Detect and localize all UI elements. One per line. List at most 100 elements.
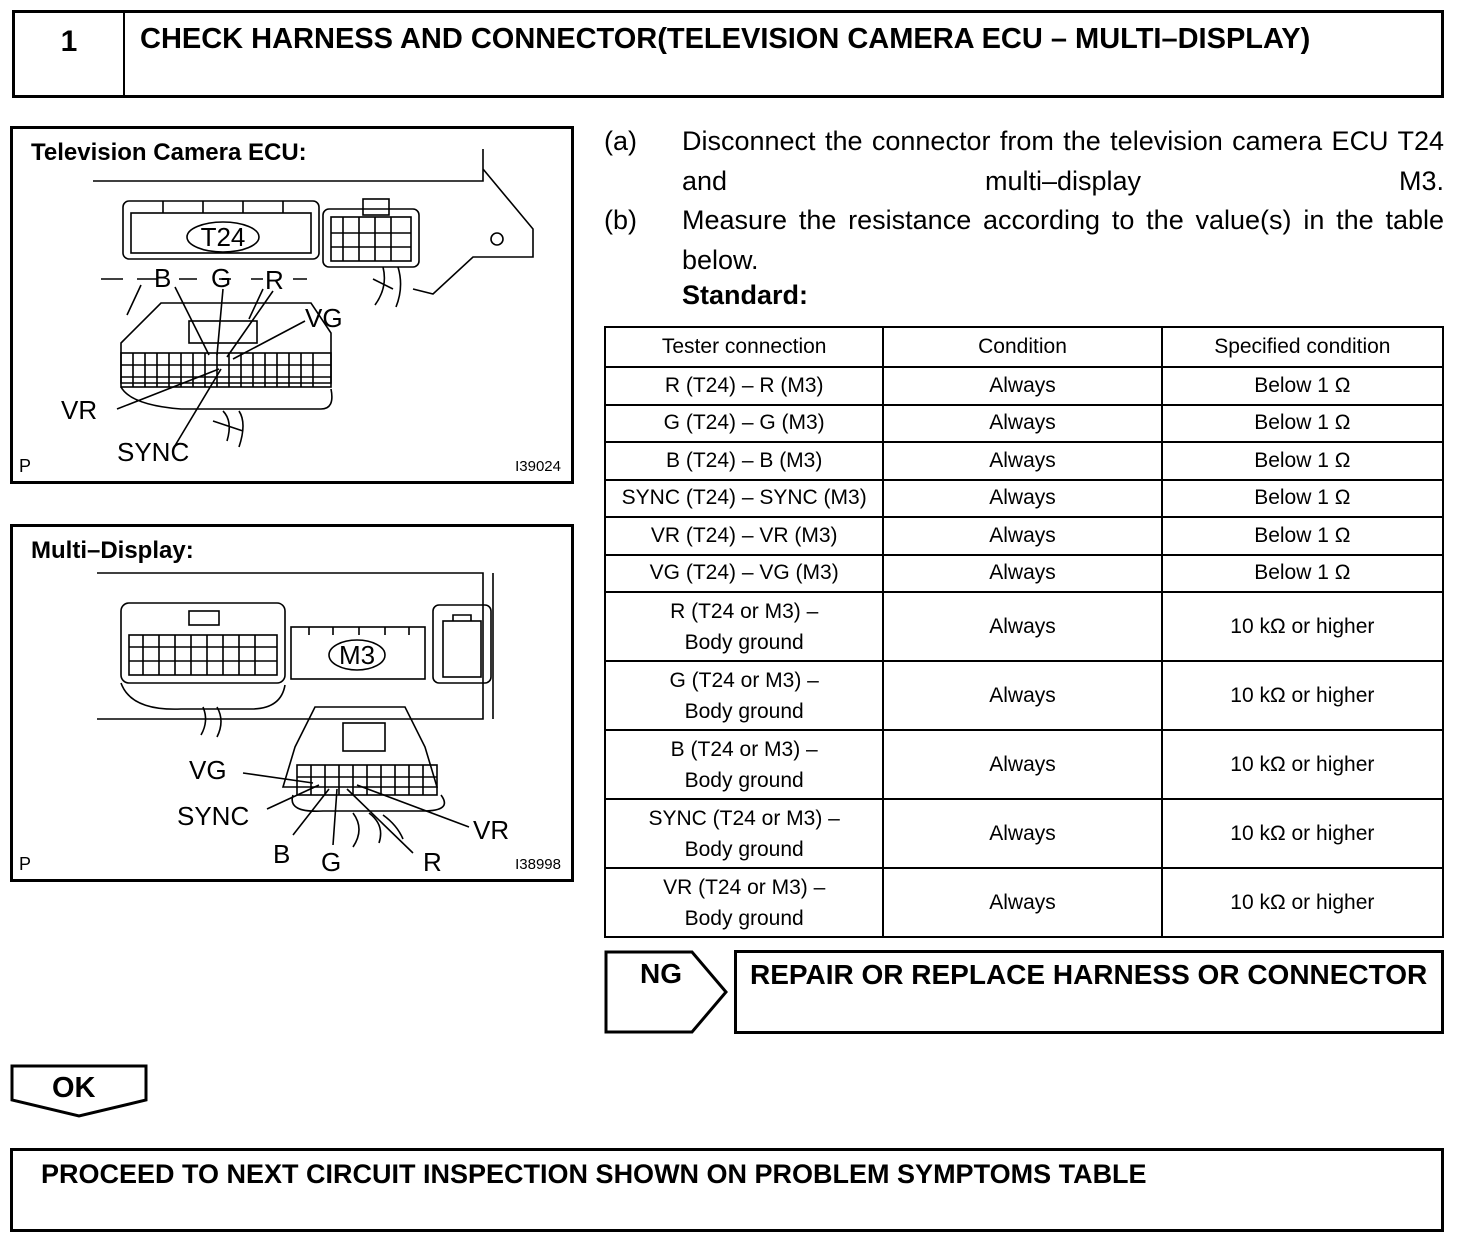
cell-condition: Always: [882, 798, 1163, 869]
table-row: R (T24) – R (M3) Always Below 1 Ω: [603, 366, 1445, 406]
cell-condition: Always: [882, 441, 1163, 481]
cell-connection: SYNC (T24 or M3) – Body ground: [603, 798, 885, 869]
cell-connection: VR (T24) – VR (M3): [603, 516, 885, 556]
multi-display-connector-illustration: M3 VG SYNC B G R VR: [97, 572, 509, 877]
cell-condition: Always: [882, 553, 1163, 593]
cell-specified: Below 1 Ω: [1160, 403, 1445, 443]
t24-label-oval: [186, 221, 260, 253]
ok-label: OK: [52, 1072, 96, 1104]
m3-label-oval: [328, 639, 386, 671]
figure-md-id: I38998: [515, 856, 561, 873]
cell-specified: 10 kΩ or higher: [1160, 660, 1445, 731]
cell-connection: SYNC (T24) – SYNC (M3): [603, 478, 885, 518]
table-row: VR (T24 or M3) – Body ground Always 10 kΩ…: [603, 867, 1445, 938]
table-row: G (T24) – G (M3) Always Below 1 Ω: [603, 403, 1445, 443]
table-row: VR (T24) – VR (M3) Always Below 1 Ω: [603, 516, 1445, 556]
cell-condition: Always: [882, 660, 1163, 731]
md-label-b: B: [273, 839, 290, 869]
cell-connection: B (T24 or M3) – Body ground: [603, 729, 885, 800]
cell-connection-line2: Body ground: [684, 906, 804, 930]
md-label-vr: VR: [473, 815, 509, 845]
cell-specified: Below 1 Ω: [1160, 441, 1445, 481]
figure-ecu-id: I39024: [515, 458, 561, 475]
cell-condition: Always: [882, 516, 1163, 556]
figure-ecu-title: Television Camera ECU:: [31, 139, 307, 166]
figure-television-camera-ecu: T24 B G R VG VR SYNC Television Camera E…: [10, 126, 574, 484]
cell-specified: Below 1 Ω: [1160, 366, 1445, 406]
ecu-label-vr: VR: [61, 395, 97, 425]
step-number: 1: [15, 13, 125, 95]
cell-connection-line1: B (T24 or M3) –: [670, 737, 818, 761]
table-row: SYNC (T24) – SYNC (M3) Always Below 1 Ω: [603, 478, 1445, 518]
cell-condition: Always: [882, 867, 1163, 938]
cell-connection-line1: G (T24 or M3) –: [669, 668, 819, 692]
cell-condition: Always: [882, 366, 1163, 406]
step-title: CHECK HARNESS AND CONNECTOR(TELEVISION C…: [140, 23, 1311, 55]
figure-multi-display: M3 VG SYNC B G R VR Multi–Display: P I38…: [10, 524, 574, 882]
cell-condition: Always: [882, 478, 1163, 518]
cell-connection: G (T24 or M3) – Body ground: [603, 660, 885, 731]
proceed-text: PROCEED TO NEXT CIRCUIT INSPECTION SHOWN…: [41, 1159, 1147, 1189]
cell-connection-line1: SYNC (T24 or M3) –: [648, 806, 840, 830]
ecu-label-r: R: [265, 265, 284, 295]
cell-specified: 10 kΩ or higher: [1160, 798, 1445, 869]
table-header-row: Tester connection Condition Specified co…: [603, 326, 1445, 368]
instruction-a-text: Disconnect the connector from the televi…: [682, 126, 1444, 196]
instruction-b: (b) Measure the resistance according to …: [604, 200, 1444, 280]
cell-connection: R (T24 or M3) – Body ground: [603, 591, 885, 662]
md-label-vg: VG: [189, 755, 227, 785]
cell-specified: 10 kΩ or higher: [1160, 729, 1445, 800]
instruction-a-tag: (a): [604, 126, 637, 156]
step-header: 1 CHECK HARNESS AND CONNECTOR(TELEVISION…: [12, 10, 1444, 98]
cell-connection-line2: Body ground: [684, 768, 804, 792]
ng-action-box: REPAIR OR REPLACE HARNESS OR CONNECTOR: [734, 950, 1444, 1034]
ecu-connector-illustration: T24 B G R VG VR SYNC: [61, 149, 534, 467]
cell-connection-line2: Body ground: [684, 630, 804, 654]
table-row: B (T24 or M3) – Body ground Always 10 kΩ …: [603, 729, 1445, 800]
cell-connection: G (T24) – G (M3): [603, 403, 885, 443]
ng-label: NG: [640, 958, 682, 989]
cell-connection-line1: R (T24 or M3) –: [670, 599, 819, 623]
cell-connection-line2: Body ground: [684, 837, 804, 861]
table-row: R (T24 or M3) – Body ground Always 10 kΩ …: [603, 591, 1445, 662]
ok-arrow-icon: [10, 1064, 148, 1118]
md-label-r: R: [423, 847, 442, 877]
instruction-a: (a) Disconnect the connector from the te…: [604, 121, 1444, 201]
m3-label: M3: [339, 640, 375, 670]
figure-md-corner-p: P: [19, 854, 32, 874]
cell-connection: VG (T24) – VG (M3): [603, 553, 885, 593]
table-row: VG (T24) – VG (M3) Always Below 1 Ω: [603, 553, 1445, 593]
table-row: B (T24) – B (M3) Always Below 1 Ω: [603, 441, 1445, 481]
ecu-label-sync: SYNC: [117, 437, 189, 467]
cell-connection-line1: VR (T24 or M3) –: [663, 875, 826, 899]
instruction-b-text: Measure the resistance according to the …: [682, 205, 1444, 275]
cell-connection-line2: Body ground: [684, 699, 804, 723]
header-tester-connection: Tester connection: [603, 326, 885, 368]
table-row: G (T24 or M3) – Body ground Always 10 kΩ …: [603, 660, 1445, 731]
figure-md-title: Multi–Display:: [31, 537, 194, 564]
cell-specified: Below 1 Ω: [1160, 553, 1445, 593]
cell-specified: Below 1 Ω: [1160, 516, 1445, 556]
ng-arrow-icon: [604, 950, 728, 1034]
ecu-label-vg: VG: [305, 303, 343, 333]
cell-specified: Below 1 Ω: [1160, 478, 1445, 518]
proceed-box: PROCEED TO NEXT CIRCUIT INSPECTION SHOWN…: [10, 1148, 1444, 1232]
standard-label: Standard:: [682, 280, 809, 310]
resistance-spec-table: Tester connection Condition Specified co…: [603, 326, 1445, 938]
table-row: SYNC (T24 or M3) – Body ground Always 10 …: [603, 798, 1445, 869]
cell-condition: Always: [882, 729, 1163, 800]
cell-condition: Always: [882, 591, 1163, 662]
cell-connection: B (T24) – B (M3): [603, 441, 885, 481]
ecu-label-b: B: [154, 263, 171, 293]
ecu-label-g: G: [211, 263, 231, 293]
instruction-b-tag: (b): [604, 205, 637, 235]
header-specified-condition: Specified condition: [1160, 326, 1445, 368]
ng-action-text: REPAIR OR REPLACE HARNESS OR CONNECTOR: [750, 959, 1428, 990]
cell-specified: 10 kΩ or higher: [1160, 591, 1445, 662]
cell-specified: 10 kΩ or higher: [1160, 867, 1445, 938]
cell-connection: R (T24) – R (M3): [603, 366, 885, 406]
header-condition: Condition: [882, 326, 1163, 368]
t24-label: T24: [201, 222, 246, 252]
md-label-g: G: [321, 847, 341, 877]
cell-condition: Always: [882, 403, 1163, 443]
